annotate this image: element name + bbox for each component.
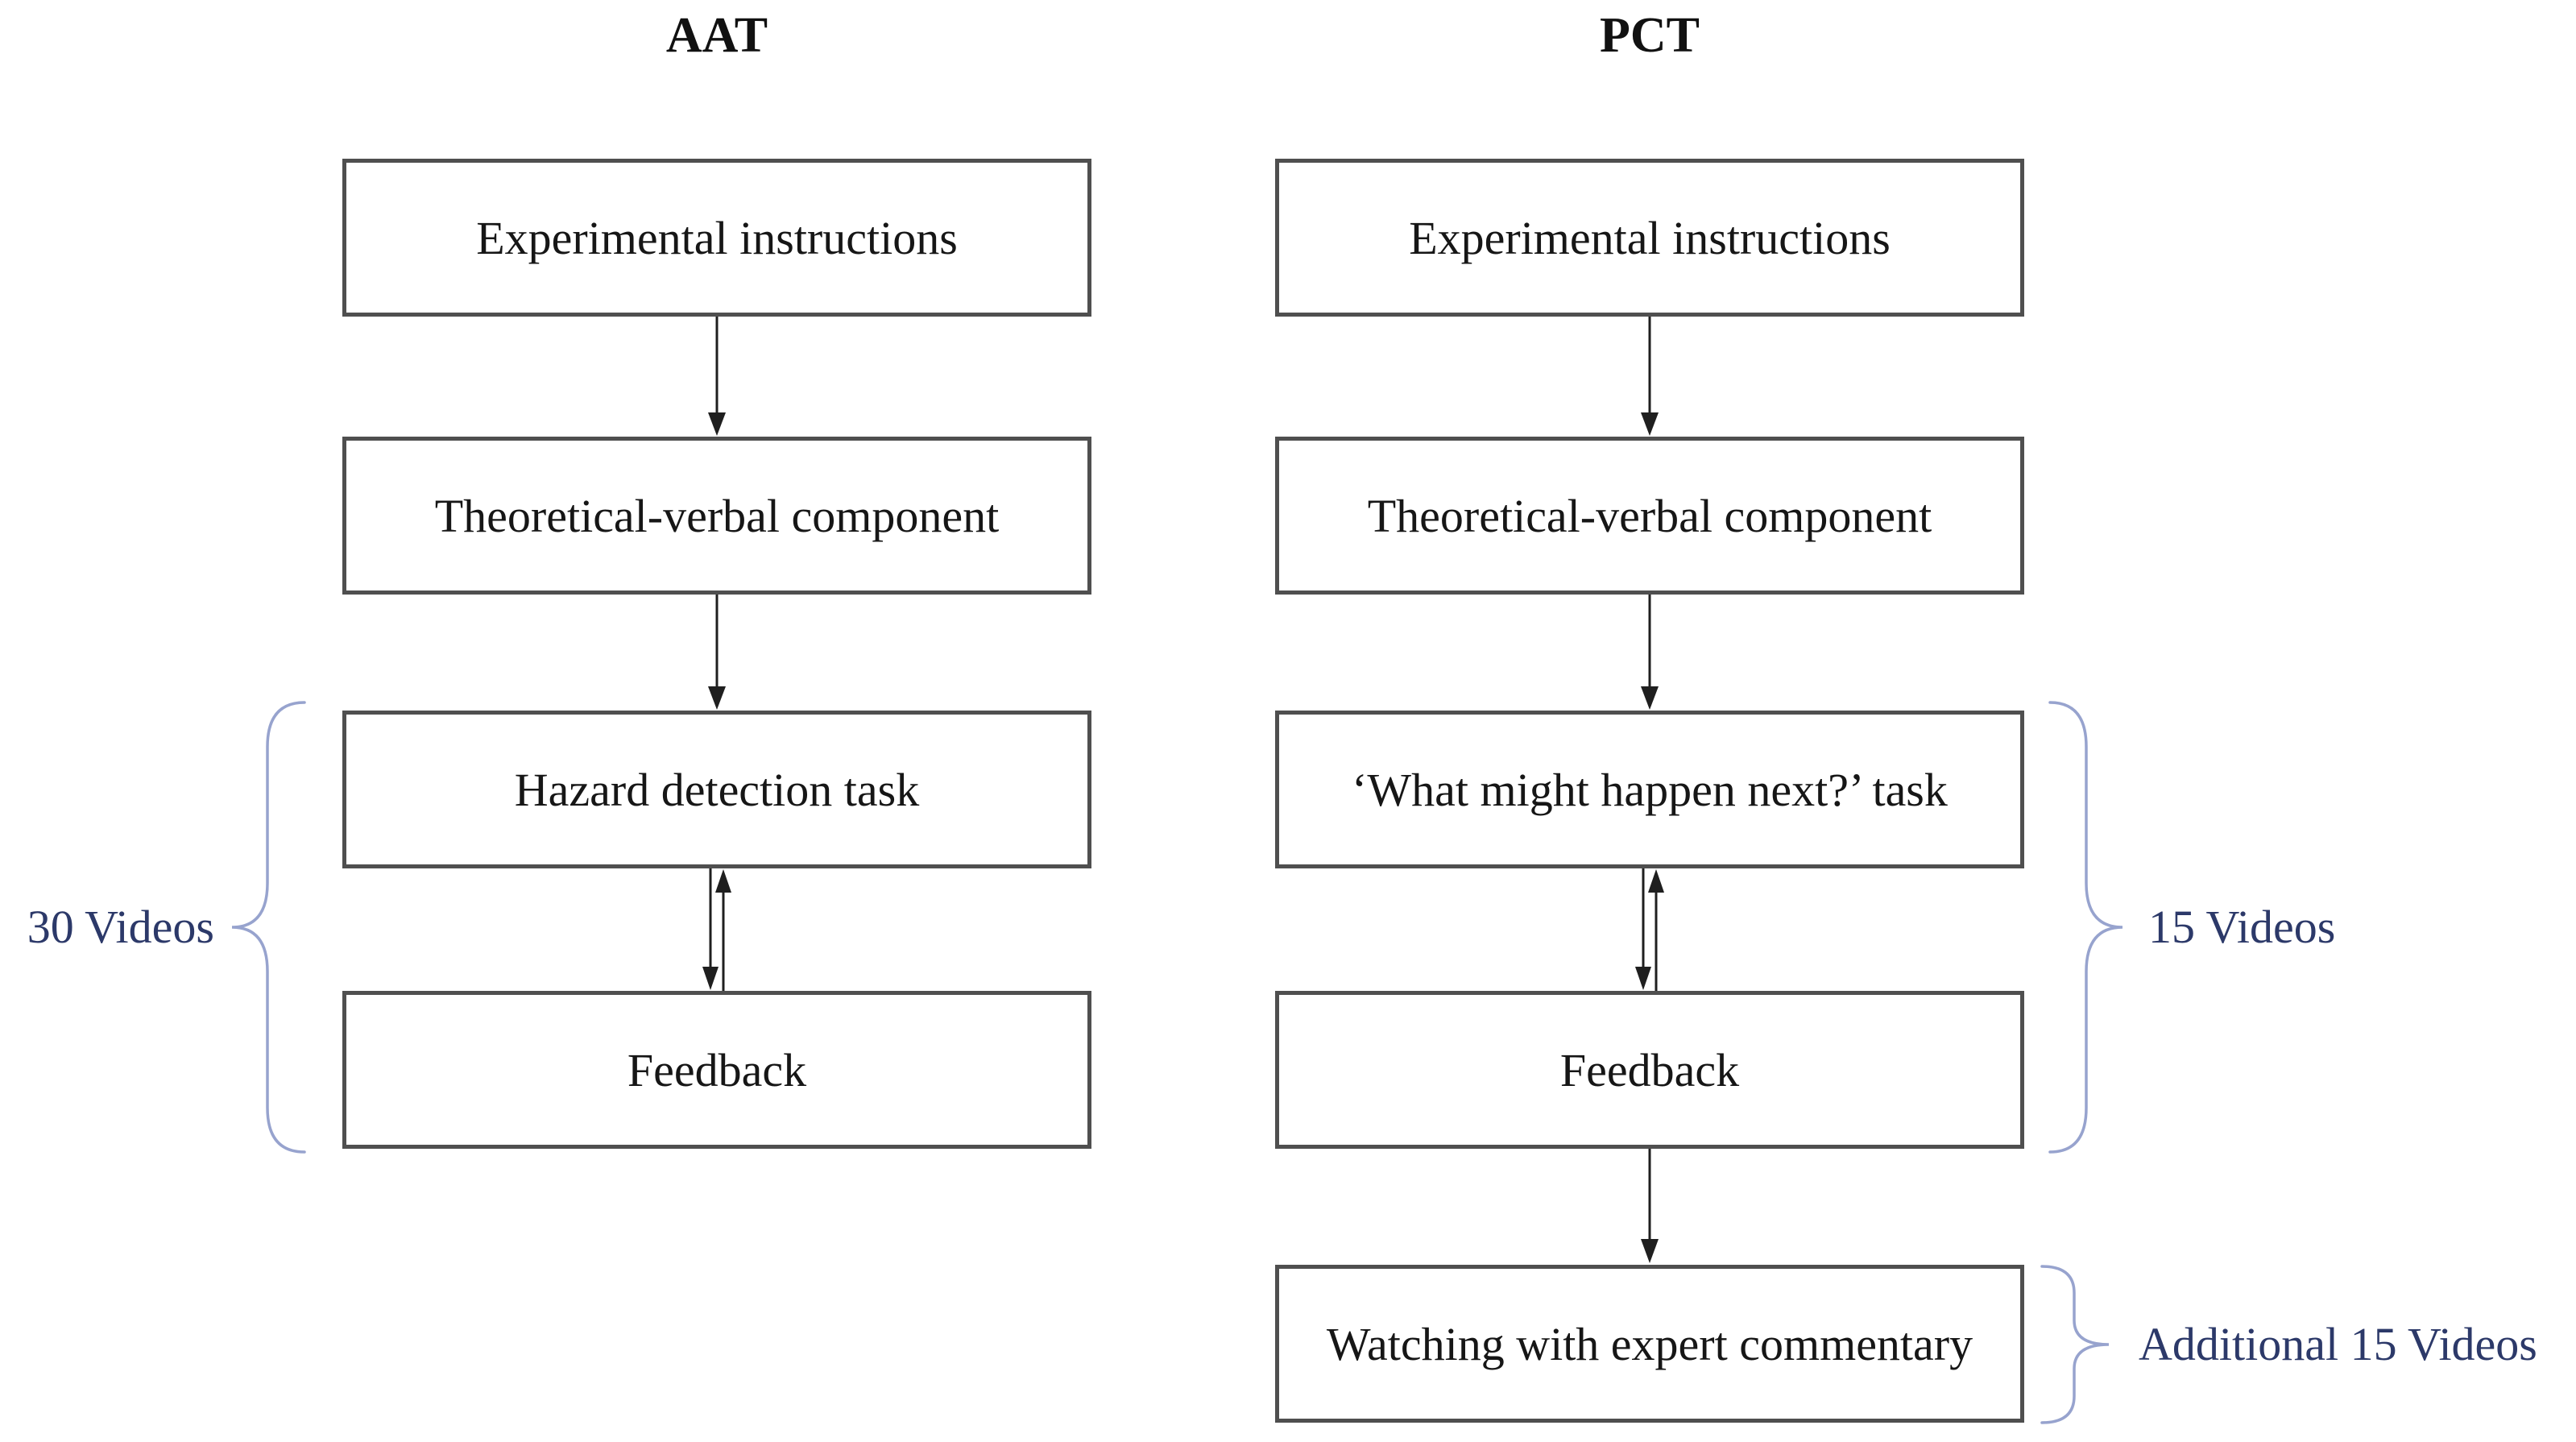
box-pct-experimental-instructions: Experimental instructions (1275, 159, 2024, 317)
label-15-videos: 15 Videos (2148, 901, 2336, 953)
box-aat-theoretical-verbal: Theoretical-verbal component (342, 437, 1091, 595)
column-title-aat: AAT (665, 8, 768, 63)
box-pct-watching-expert-commentary: Watching with expert commentary (1275, 1265, 2024, 1423)
brace-pct-additional-15-videos (2040, 1265, 2110, 1424)
brace-pct-15-videos (2048, 701, 2123, 1154)
arrow-aat-instructions-to-theoretical (708, 317, 726, 436)
box-pct-theoretical-verbal: Theoretical-verbal component (1275, 437, 2024, 595)
arrow-pct-theoretical-to-task (1641, 595, 1659, 710)
box-aat-feedback: Feedback (342, 991, 1091, 1149)
column-title-pct: PCT (1600, 8, 1700, 63)
double-arrow-pct-task-feedback (1635, 868, 1664, 991)
label-30-videos: 30 Videos (27, 901, 214, 953)
brace-aat-30-videos (231, 701, 306, 1154)
double-arrow-aat-hazard-feedback (702, 868, 731, 991)
arrow-pct-instructions-to-theoretical (1641, 317, 1659, 436)
box-aat-hazard-detection: Hazard detection task (342, 711, 1091, 868)
box-pct-what-might-happen-next: ‘What might happen next?’ task (1275, 711, 2024, 868)
label-additional-15-videos: Additional 15 Videos (2139, 1318, 2537, 1370)
box-pct-feedback: Feedback (1275, 991, 2024, 1149)
box-aat-experimental-instructions: Experimental instructions (342, 159, 1091, 317)
arrow-pct-feedback-to-watching (1641, 1149, 1659, 1263)
arrow-aat-theoretical-to-hazard (708, 595, 726, 710)
